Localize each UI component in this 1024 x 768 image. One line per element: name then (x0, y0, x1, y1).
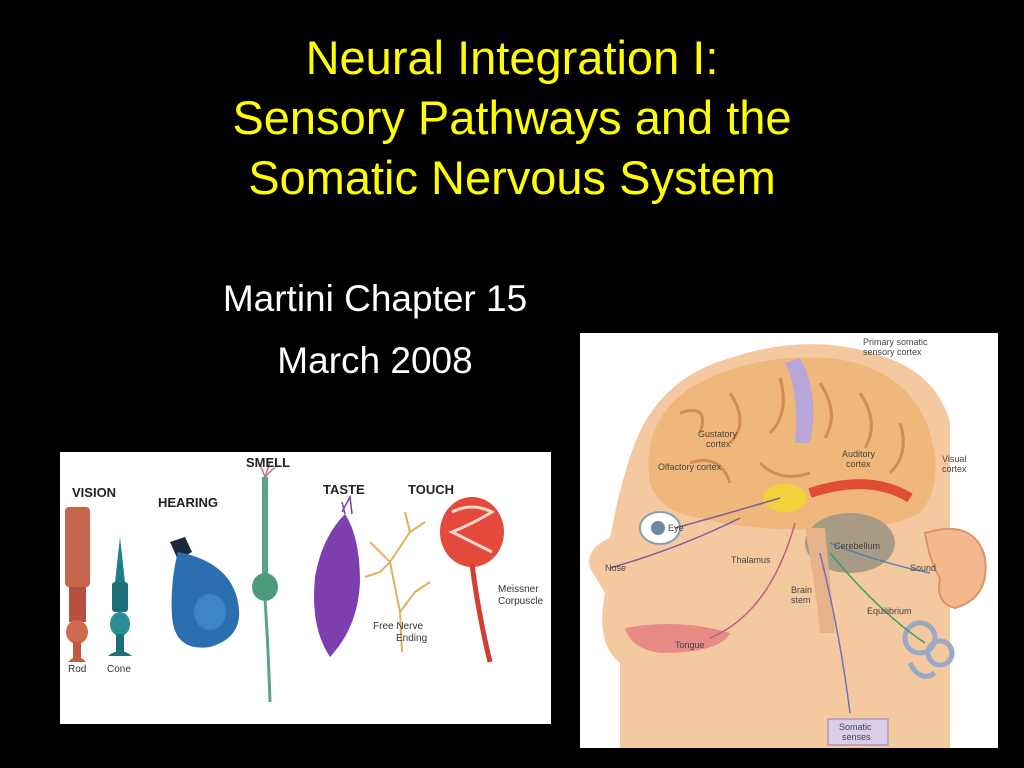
caption-taste: TASTE (323, 482, 365, 497)
caption-hearing: HEARING (158, 495, 218, 510)
label-brain-stem-2: stem (791, 595, 811, 605)
subtitle-chapter: Martini Chapter 15 (222, 278, 528, 319)
label-somatic-1: Somatic (839, 722, 872, 732)
caption-vision: VISION (72, 485, 117, 500)
inner-ear-shape (902, 620, 955, 679)
label-gustatory-2: cortex (706, 439, 731, 449)
free-nerve-ending-illustration (364, 511, 431, 653)
caption-smell: SMELL (246, 455, 291, 470)
receptors-illustration (65, 461, 504, 703)
hearing-cell-illustration (170, 537, 240, 648)
title-line-1: Neural Integration I: (305, 31, 719, 84)
label-visual-1: Visual (942, 454, 967, 464)
label-equilibrium: Equilibrium (867, 606, 912, 616)
label-somatic-2: senses (842, 732, 871, 742)
subtitle-date: March 2008 (277, 340, 473, 381)
taste-cell-illustration (314, 494, 360, 657)
label-primary-somatic-2: sensory cortex (863, 347, 922, 357)
label-free-nerve-2: Ending (396, 633, 428, 644)
title-line-2: Sensory Pathways and the (232, 91, 792, 144)
rod-cell-illustration (65, 507, 90, 662)
brain-illustration (589, 344, 987, 748)
title-line-3: Somatic Nervous System (248, 151, 776, 204)
meissner-corpuscle-illustration (440, 497, 504, 663)
label-sound: Sound (910, 563, 937, 573)
cone-cell-illustration (108, 537, 132, 656)
label-gustatory-1: Gustatory (698, 429, 738, 439)
label-meissner-1: Meissner (498, 584, 539, 595)
receptors-figure: VISION HEARING SMELL TASTE TOUCH Rod Con… (60, 452, 551, 724)
label-cone: Cone (107, 664, 131, 675)
label-meissner-2: Corpuscle (498, 596, 544, 607)
slide-title: Neural Integration I: Sensory Pathways a… (0, 28, 1024, 208)
label-free-nerve-1: Free Nerve (373, 621, 424, 632)
tongue-shape (625, 624, 730, 653)
label-visual-2: cortex (942, 464, 967, 474)
caption-touch: TOUCH (408, 482, 454, 497)
ear-shape (923, 527, 987, 610)
label-tongue: Tongue (675, 640, 705, 650)
label-rod: Rod (68, 664, 87, 675)
label-olfactory: Olfactory cortex (658, 462, 722, 472)
label-cerebellum: Cerebellum (834, 541, 881, 551)
brain-figure: Primary somatic sensory cortex Gustatory… (580, 333, 998, 748)
label-primary-somatic-1: Primary somatic (863, 337, 928, 347)
label-brain-stem-1: Brain (791, 585, 813, 595)
smell-cell-illustration (252, 461, 278, 703)
label-eye: Eye (668, 523, 684, 533)
label-thalamus: Thalamus (731, 555, 771, 565)
label-auditory-1: Auditory (842, 449, 876, 459)
label-nose: Nose (605, 563, 627, 573)
label-auditory-2: cortex (846, 459, 871, 469)
